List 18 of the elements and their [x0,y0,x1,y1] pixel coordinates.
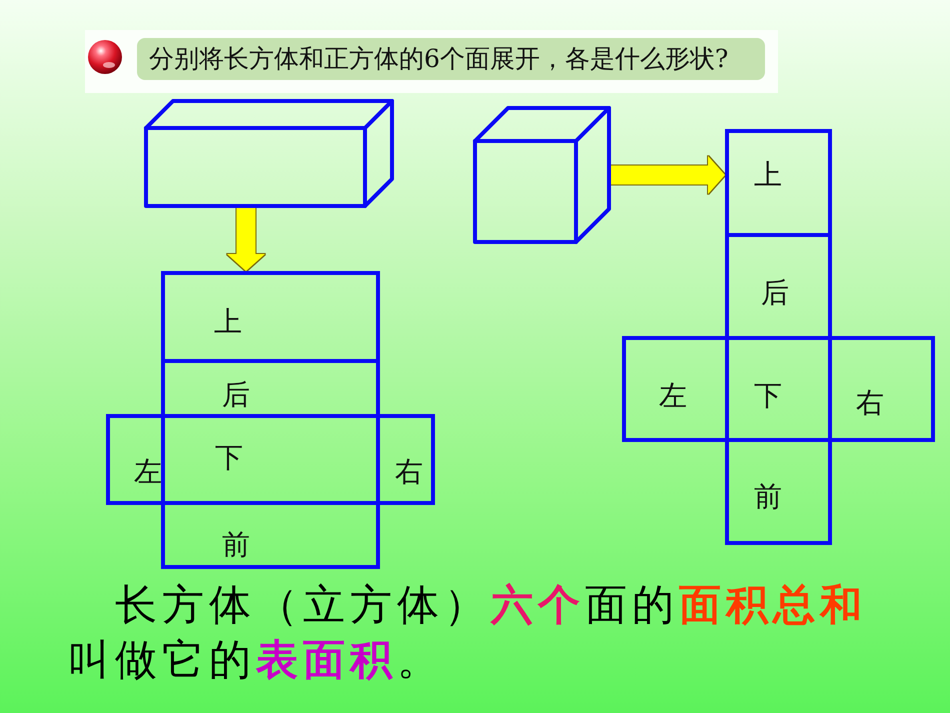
definition-text: 长方体（立方体）六个面的面积总和叫做它的表面积。 [68,579,868,686]
title-banner: 分别将长方体和正方体的6个面展开，各是什么形状? [137,38,765,80]
face-label: 前 [754,482,782,512]
face-label: 左 [659,381,687,411]
face-label: 后 [222,380,250,410]
face-label: 右 [395,457,423,487]
block-arrow [227,208,265,271]
face-label: 右 [856,388,884,418]
face-label: 上 [754,160,782,190]
face-label: 上 [214,307,242,337]
cube-drawing [473,106,611,244]
block-arrow [611,156,725,194]
face-label: 后 [761,278,789,308]
face-label: 下 [754,381,782,411]
face-label: 左 [134,457,162,487]
face-label: 下 [215,443,243,473]
face-label: 前 [222,530,250,560]
cuboid-drawing [144,99,394,208]
